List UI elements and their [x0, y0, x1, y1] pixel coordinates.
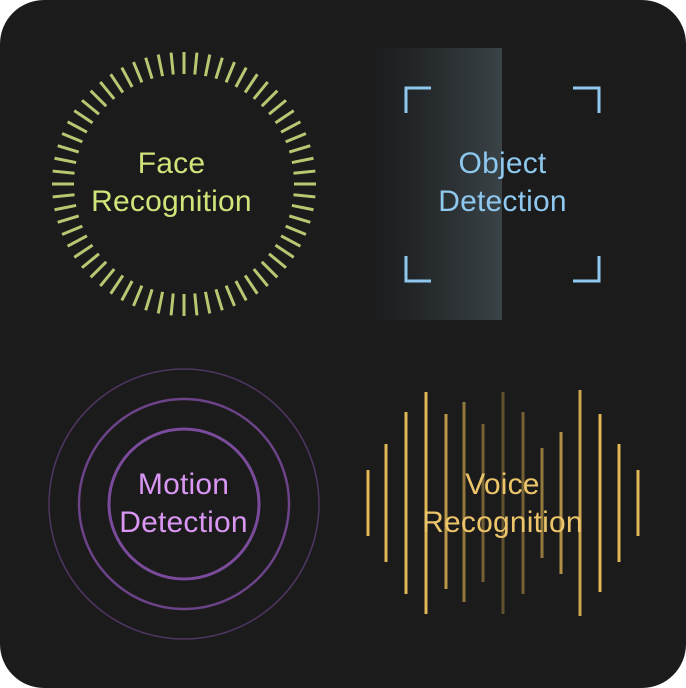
object-detection-label: Object Detection [331, 145, 674, 221]
face-ring-tick [214, 288, 224, 311]
face-ring-tick [224, 61, 236, 83]
voice-recognition-label: Voice Recognition [331, 466, 674, 542]
motion-ring-inner [107, 427, 261, 581]
face-ring-tick [274, 109, 295, 125]
face-ring-tick [99, 268, 116, 287]
corner-brackets [404, 86, 601, 283]
face-ring-tick [120, 280, 134, 302]
face-ring-tick [288, 144, 311, 154]
face-ring-tick [285, 224, 307, 236]
face-ring-tick [109, 274, 125, 295]
face-ring-tick [268, 252, 287, 269]
face-ring-tick [293, 169, 316, 175]
face-ring-tick [132, 285, 144, 307]
face-ring-tick [89, 89, 108, 108]
corner-bottom-left [404, 256, 431, 283]
face-ring-tick [156, 291, 165, 314]
face-ring-tick [61, 132, 83, 144]
face-ring-tick [193, 52, 199, 75]
object-detection-tile: Object Detection [343, 0, 686, 344]
face-ring-tick [73, 109, 94, 125]
motion-label-line1: Motion [137, 468, 230, 501]
face-ring-tick [203, 291, 212, 314]
voice-label-line1: Voice [465, 468, 540, 501]
face-ring-tick [291, 203, 314, 212]
object-label-line1: Object [458, 147, 547, 180]
face-ring-tick [89, 260, 108, 279]
face-ring-tick [243, 73, 259, 94]
motion-rings-icon [48, 368, 320, 640]
face-ring-tick [243, 274, 259, 295]
motion-ring-outer [48, 368, 320, 640]
face-ring-tick [109, 73, 125, 94]
face-ring-tick [57, 144, 80, 154]
corner-top-left [404, 86, 431, 113]
face-ring-tick [252, 81, 269, 100]
object-label-line2: Detection [438, 185, 567, 218]
voice-label-line2: Recognition [422, 506, 583, 539]
face-ring-tick [285, 132, 307, 144]
face-ring-tick [57, 214, 80, 224]
face-label-line2: Recognition [91, 185, 252, 218]
motion-ring-middle [77, 397, 291, 611]
face-ring-tick [52, 193, 75, 199]
corner-top-right [573, 86, 601, 113]
face-ring-tick [99, 81, 116, 100]
face-ring-tick [293, 193, 316, 199]
face-ring-tick [260, 260, 279, 279]
face-ring-tick [66, 234, 88, 248]
face-ring-tick [274, 243, 295, 259]
face-label-line1: Face [137, 147, 206, 180]
face-scan-ring-icon [52, 52, 316, 316]
face-ring-tick [169, 52, 175, 75]
face-ring-tick [73, 243, 94, 259]
voice-waveform-icon [366, 390, 640, 616]
face-recognition-label: Face Recognition [0, 145, 343, 221]
object-detection-frame-icon [376, 48, 601, 320]
motion-detection-label: Motion Detection [12, 466, 355, 542]
face-ring-tick [66, 120, 88, 134]
face-ring-tick [280, 120, 302, 134]
corner-bottom-right [573, 256, 601, 283]
face-ring-tick [234, 66, 248, 88]
motion-detection-tile: Motion Detection [0, 344, 343, 688]
face-ring-tick [214, 57, 224, 80]
face-ring-tick [169, 293, 175, 316]
face-ring-tick [144, 57, 154, 80]
face-ring-tick [144, 288, 154, 311]
face-ring-tick [61, 224, 83, 236]
face-ring-tick [81, 252, 100, 269]
face-ring-tick [156, 54, 165, 77]
face-ring-tick [54, 156, 77, 165]
face-ring-tick [288, 214, 311, 224]
face-ring-tick [193, 293, 199, 316]
face-ring-tick [260, 89, 279, 108]
motion-label-line2: Detection [119, 506, 248, 539]
face-ring-tick [291, 156, 314, 165]
face-ring-tick [52, 169, 75, 175]
face-recognition-tile: Face Recognition [0, 0, 343, 344]
face-ring-tick [268, 99, 287, 116]
face-ring-tick [120, 66, 134, 88]
voice-recognition-tile: Voice Recognition [343, 344, 686, 688]
face-ring-tick [252, 268, 269, 287]
face-ring-tick [81, 99, 100, 116]
face-ring-tick [234, 280, 248, 302]
face-ring-tick [203, 54, 212, 77]
face-ring-tick [132, 61, 144, 83]
scan-highlight-band [376, 48, 502, 320]
face-ring-tick [224, 285, 236, 307]
face-ring-tick [54, 203, 77, 212]
face-ring-tick [280, 234, 302, 248]
